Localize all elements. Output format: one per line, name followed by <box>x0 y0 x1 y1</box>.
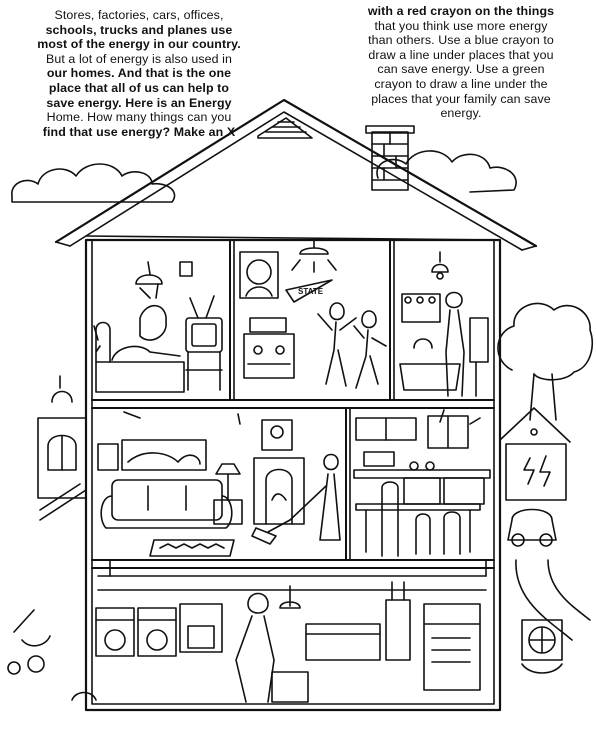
pennant-label: STATE <box>298 287 324 296</box>
teen-room: STATE <box>240 240 386 388</box>
instruction-line: schools, trucks and planes use <box>45 22 233 37</box>
table-icon <box>356 504 480 510</box>
instruction-line: most of the energy in our country. <box>37 37 241 52</box>
instruction-line: than others. Use a blue crayon to <box>368 33 554 48</box>
window-icon <box>122 440 206 470</box>
counter-icon <box>354 470 490 478</box>
car-icon <box>508 510 556 541</box>
chair-icon <box>382 482 398 556</box>
basement <box>96 582 480 702</box>
garage-icon <box>500 408 590 640</box>
instruction-line: with a red crayon on the things <box>367 4 555 18</box>
vacuum-icon <box>268 486 326 532</box>
instruction-line: find that use energy? Make an X <box>42 124 236 139</box>
scooter-icon <box>14 610 50 646</box>
light-bulb-icon <box>280 586 300 608</box>
dryer-icon <box>138 608 176 656</box>
instruction-line: Home. How many things can you <box>46 110 232 125</box>
sink-icon <box>470 318 488 362</box>
rug-icon <box>150 540 234 556</box>
instruction-line: save energy. Here is an Energy <box>46 95 232 110</box>
instructions-left-column: Stores, factories, cars, offices, school… <box>8 8 270 139</box>
instruction-line: draw a line under places that you <box>368 47 554 62</box>
instructions-right-column: with a red crayon on the things that you… <box>336 4 586 121</box>
air-conditioner-icon <box>522 620 562 673</box>
cloud-icon <box>12 151 516 202</box>
mirror-icon <box>402 294 440 322</box>
outlet-icon <box>180 262 192 276</box>
sofa-icon <box>112 480 222 520</box>
outdoor-left <box>8 376 96 700</box>
light-fixture-icon <box>432 252 448 272</box>
bedroom <box>94 262 222 392</box>
stereo-icon <box>244 334 294 378</box>
sink-icon <box>180 604 222 652</box>
living-room <box>98 412 340 556</box>
lightning-icon <box>524 456 550 486</box>
attic-vent-icon <box>258 118 312 138</box>
portrait-icon <box>262 420 292 450</box>
ceiling-light-icon <box>300 248 328 254</box>
street-lamp-icon <box>52 376 72 402</box>
instruction-line: our homes. And that is the one <box>46 66 232 81</box>
instruction-line: Stores, factories, cars, offices, <box>54 8 224 22</box>
tree-icon <box>498 303 592 420</box>
fireplace-icon <box>254 458 304 524</box>
bathroom <box>400 252 488 396</box>
instruction-line: place that all of us can help to <box>48 80 230 95</box>
freezer-icon <box>306 624 380 660</box>
instruction-line: that you think use more energy <box>374 18 548 33</box>
bed-icon <box>96 362 184 392</box>
instruction-line: crayon to draw a line under the <box>374 76 548 91</box>
bathtub-icon <box>400 364 460 390</box>
lamp-icon <box>136 262 162 284</box>
washer-icon <box>96 608 134 656</box>
poster-icon <box>240 252 278 298</box>
instruction-line: places that your family can save <box>371 91 551 106</box>
instruction-line: can save energy. Use a green <box>377 62 545 77</box>
tv-icon <box>186 318 222 352</box>
kitchen <box>354 410 490 556</box>
lamp-icon <box>216 464 240 474</box>
pennant-icon <box>286 280 332 302</box>
side-building-icon <box>38 418 86 498</box>
workbench-icon <box>272 672 308 702</box>
house-icon <box>56 100 536 710</box>
stove-icon <box>404 478 440 504</box>
instruction-line: energy. <box>440 106 482 121</box>
furnace-icon <box>424 604 480 690</box>
instruction-line: But a lot of energy is also used in <box>45 51 233 66</box>
water-heater-icon <box>386 600 410 660</box>
